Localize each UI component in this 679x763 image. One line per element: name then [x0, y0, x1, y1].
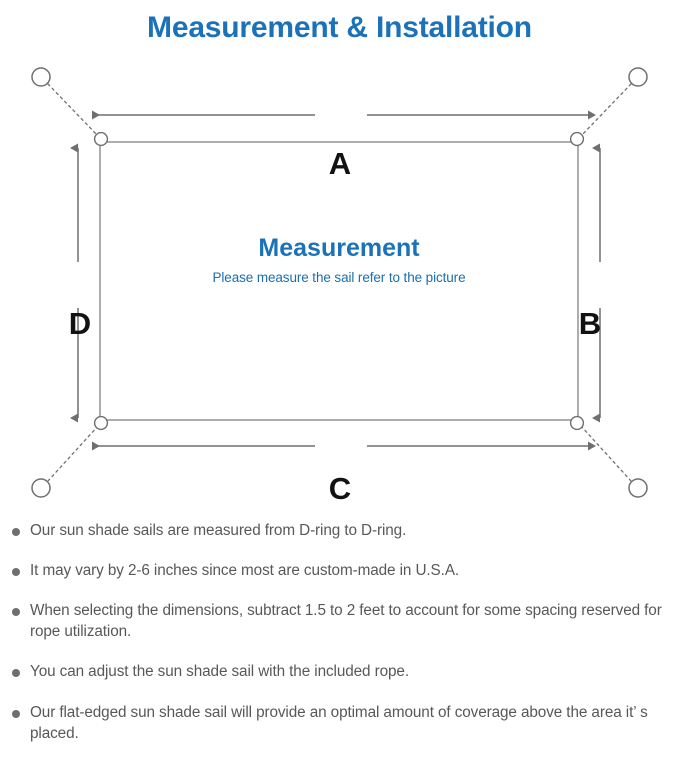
rope-bottom-left	[47, 425, 99, 482]
list-item: It may vary by 2-6 inches since most are…	[0, 560, 679, 581]
dimension-label-b: B	[578, 306, 602, 341]
list-item: Our sun shade sails are measured from D-…	[0, 520, 679, 541]
diagram-container: A B C D Measurement Please measure the s…	[0, 50, 679, 515]
anchor-ring-top-right	[628, 67, 648, 87]
rope-top-right	[580, 83, 632, 137]
bullet-icon	[12, 528, 20, 536]
measurement-installation-page: Measurement & Installation	[0, 0, 679, 742]
anchor-rings	[31, 67, 648, 498]
list-item: You can adjust the sun shade sail with t…	[0, 661, 679, 682]
rope-top-left	[47, 83, 99, 137]
sail-diagram-svg	[31, 67, 648, 498]
note-text: When selecting the dimensions, subtract …	[30, 602, 662, 641]
dimension-label-a: A	[328, 146, 352, 181]
d-rings	[93, 131, 585, 431]
note-text: It may vary by 2-6 inches since most are…	[30, 562, 460, 580]
sail-rectangle	[99, 141, 579, 421]
notes-list: Our sun shade sails are measured from D-…	[0, 520, 679, 763]
note-text: Our sun shade sails are measured from D-…	[30, 522, 407, 539]
anchor-ring-bottom-right	[628, 478, 648, 498]
d-ring-top-right	[569, 131, 585, 147]
anchor-ring-top-left	[31, 67, 51, 87]
title-bar: Measurement & Installation	[0, 0, 679, 56]
list-item: Our flat-edged sun shade sail will provi…	[0, 702, 679, 744]
list-item: When selecting the dimensions, subtract …	[0, 600, 679, 642]
bullet-icon	[12, 709, 20, 718]
rope-bottom-right	[580, 425, 632, 482]
d-ring-bottom-right	[569, 415, 585, 431]
note-text: You can adjust the sun shade sail with t…	[30, 663, 409, 681]
anchor-ring-bottom-left	[31, 478, 51, 498]
bullet-icon	[12, 669, 20, 678]
d-ring-top-left	[93, 131, 109, 147]
rope-lines	[47, 83, 632, 482]
dimension-label-d: D	[68, 306, 92, 341]
note-text: Our flat-edged sun shade sail will provi…	[30, 703, 648, 742]
bullet-icon	[12, 568, 20, 577]
page-title: Measurement & Installation	[147, 11, 532, 44]
dimension-label-c: C	[328, 471, 352, 506]
d-ring-bottom-left	[93, 415, 109, 431]
bullet-icon	[12, 608, 20, 617]
